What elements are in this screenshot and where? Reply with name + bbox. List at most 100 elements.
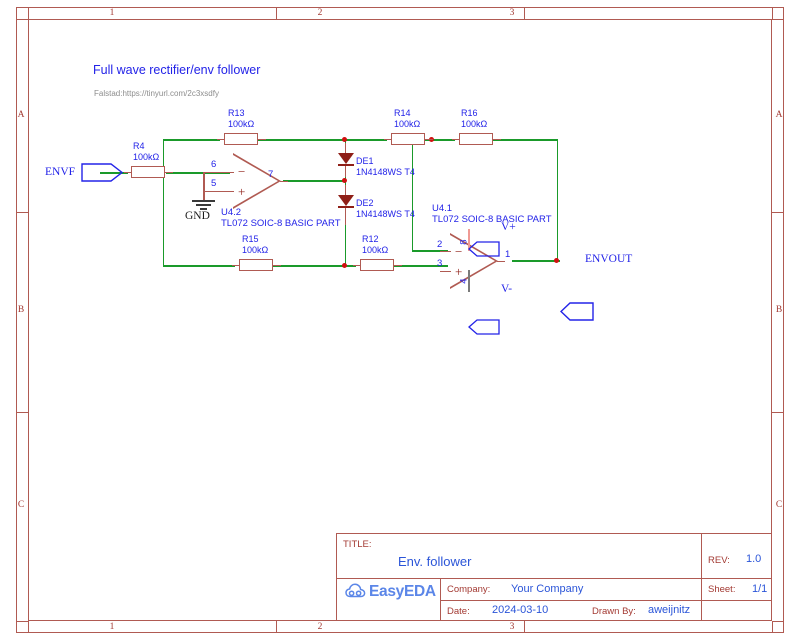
easyeda-cloud-icon [345,583,366,599]
opamp-u41-pin2-number: 2 [437,239,443,250]
port-envf-label: ENVF [45,166,76,178]
wire-diode2-to-bottom [344,224,347,267]
diode-de1-lead-top [344,143,347,153]
zone-tick [772,212,784,214]
opamp-u42-symbol[interactable] [233,153,281,209]
title-block-drawn-label: Drawn By: [592,606,636,617]
opamp-u41-pin2-lead [440,250,451,252]
zone-tick [16,212,28,214]
opamp-u42-refdes: U4.2 [221,207,242,218]
resistor-r15[interactable] [239,259,273,271]
wire-bottom-node-to-r12 [345,265,356,267]
resistor-r4[interactable] [131,166,165,178]
title-block-company-label: Company: [447,584,491,595]
resistor-r14-value: 100kΩ [394,118,421,129]
wire-r15-to-bottom-node [273,265,347,267]
resistor-r13-label: R13 100kΩ [228,108,254,129]
title-block-sheet-value: 1/1 [752,583,768,595]
resistor-r13-lead-left [217,138,225,140]
resistor-r12-ref: R12 [362,234,379,244]
resistor-r16-ref: R16 [461,108,478,118]
opamp-u42-pin7-lead [280,180,288,182]
resistor-r15-lead-left [232,264,240,266]
zone-tick [772,7,774,19]
wire-bottom-to-r15 [163,265,235,267]
resistor-r16-lead-left [452,138,460,140]
resistor-r13-value: 100kΩ [228,118,255,129]
resistor-r13-ref: R13 [228,108,245,118]
zone-label-row-b-right: B [775,305,783,315]
wire-pin2-branch-vertical [411,140,414,251]
title-block-date-value: 2024-03-10 [492,604,549,616]
title-block-title-label: TITLE: [343,539,372,550]
resistor-r4-lead-left [124,171,132,173]
resistor-r12[interactable] [360,259,394,271]
junction-output [554,258,560,264]
diode-de1-symbol[interactable] [337,153,354,164]
wire-envf-to-r4 [100,172,128,174]
wire-diode1-top-stub [344,139,347,146]
opamp-u42-pin5-lead [203,190,234,192]
resistor-r12-value: 100kΩ [362,244,389,255]
resistor-r14-label: R14 100kΩ [394,108,420,129]
resistor-r14-lead-right [425,138,433,140]
diode-de1-ref: DE1 [356,156,374,166]
resistor-r15-value: 100kΩ [242,244,269,255]
opamp-u42-part: TL072 SOIC-8 BASIC PART [221,218,341,229]
diode-de2-label: DE2 1N4148WS T4 [356,198,415,219]
port-vplus-label: V+ [501,221,516,233]
easyeda-logo-text: EasyEDA [369,583,436,600]
wire-feedback-down [556,139,559,261]
resistor-r13-lead-right [258,138,266,140]
diode-de2-symbol[interactable] [337,195,354,206]
schematic-title: Full wave rectifier/env follower [93,63,261,77]
zone-tick [28,621,30,633]
opamp-u42-pin5-number: 5 [211,178,217,189]
resistor-r15-ref: R15 [242,234,259,244]
zone-label-row-c-right: C [775,500,783,510]
title-block-divider-h1 [336,578,772,580]
title-block-drawn-value: aweijnitz [648,604,691,616]
port-envf[interactable] [81,163,800,182]
zone-label-col-1-bottom: 1 [109,622,115,632]
zone-tick [276,621,278,633]
zone-tick [16,412,28,414]
resistor-r4-value: 100kΩ [133,151,160,162]
resistor-r13[interactable] [224,133,258,145]
opamp-u42-noninverting-sign: + [238,184,246,199]
junction-diode-mid [342,178,348,184]
resistor-r12-lead-right [394,264,402,266]
opamp-u41-pin4-number: 4 [458,278,470,284]
junction-diode-bottom [342,263,348,269]
title-block-divider-h2 [440,600,772,602]
resistor-r16[interactable] [459,133,493,145]
opamp-u41-pin8-lead [468,229,470,251]
opamp-u41-pin3-number: 3 [437,258,443,269]
zone-tick [772,621,784,623]
zone-tick [772,412,784,414]
schematic-subtitle: Falstad:https://tinyurl.com/2c3xsdfy [94,89,219,98]
resistor-r15-lead-right [273,264,281,266]
resistor-r15-label: R15 100kΩ [242,234,268,255]
opamp-u41-pin3-lead [440,270,451,272]
resistor-r4-ref: R4 [133,141,145,151]
title-block-date-label: Date: [447,606,470,617]
title-block-company-value: Your Company [511,583,584,595]
title-block [336,533,772,621]
title-block-rev-label: REV: [708,555,730,566]
wire-u42-out-to-diodes [283,180,346,182]
opamp-u41-part: TL072 SOIC-8 BASIC PART [432,214,552,225]
diode-de2-ref: DE2 [356,198,374,208]
opamp-u42-pin6-number: 6 [211,159,217,170]
title-block-title-value: Env. follower [398,554,472,569]
port-vplus[interactable] [468,241,800,257]
zone-tick [16,621,28,623]
resistor-r14-ref: R14 [394,108,411,118]
opamp-u42-pin6-lead [203,171,234,173]
diode-de2-lead-top [344,185,347,195]
port-vminus[interactable] [468,319,800,335]
port-envout[interactable] [560,302,800,321]
resistor-r14[interactable] [391,133,425,145]
gnd-bar-3 [200,208,207,210]
zone-tick [28,7,30,19]
